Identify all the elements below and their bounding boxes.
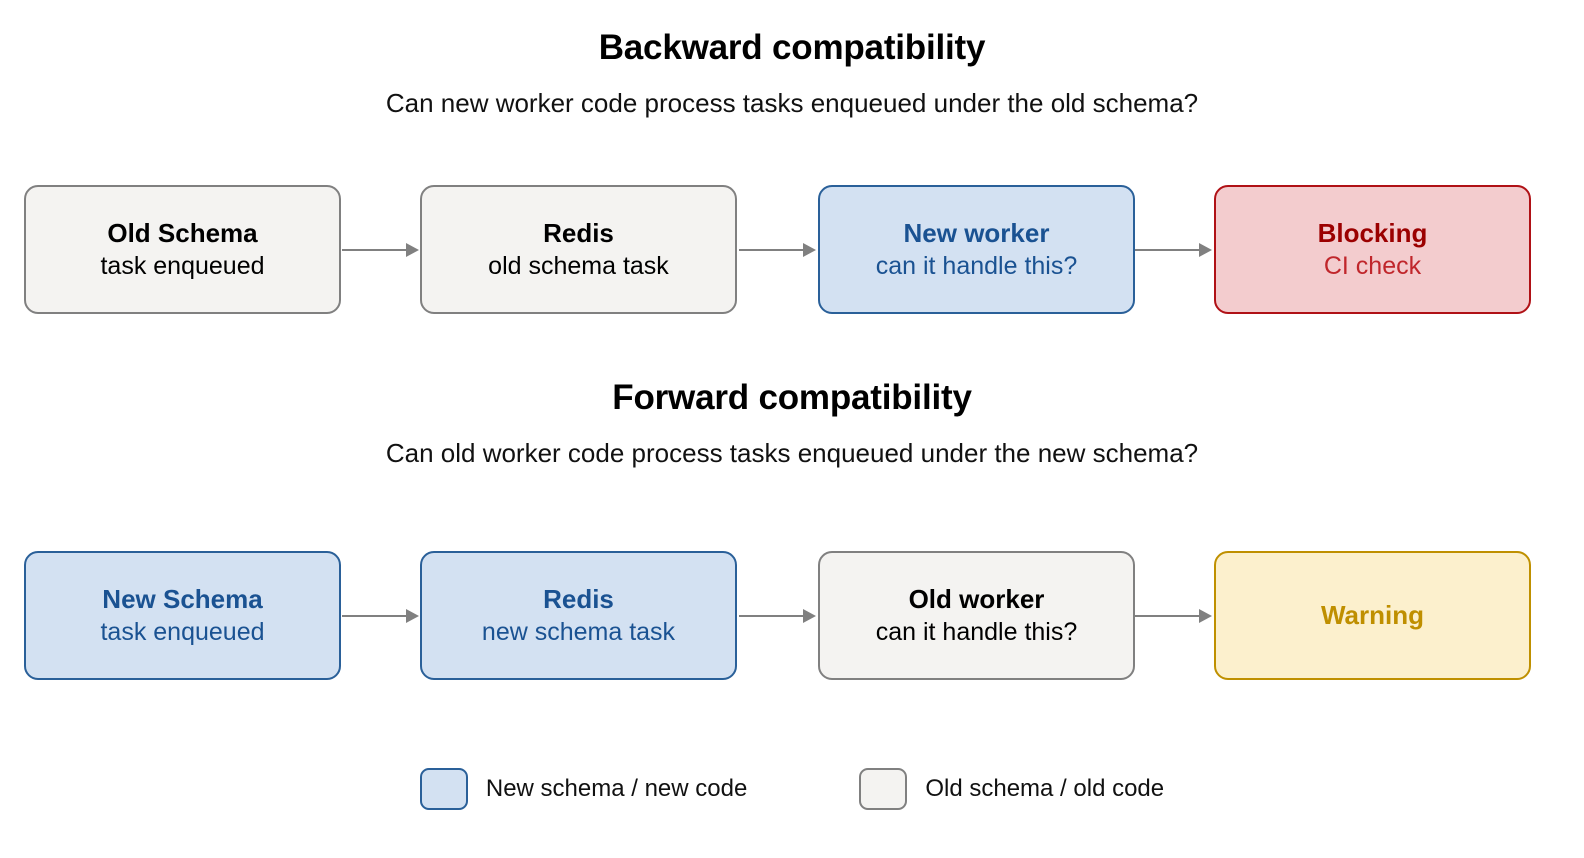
node-blocking-ci-check[interactable]: Blocking CI check [1214, 185, 1531, 314]
node-subtitle: can it handle this? [875, 251, 1078, 280]
node-old-worker[interactable]: Old worker can it handle this? [818, 551, 1135, 680]
backward-section-subtitle: Can new worker code process tasks enqueu… [385, 88, 1199, 118]
node-title: New Schema [102, 583, 263, 614]
arrow-head [406, 609, 419, 623]
backward-section-title: Backward compatibility [598, 28, 986, 67]
forward-flow-row: New Schema task enqueued Redis new schem… [0, 551, 1584, 682]
legend-item-old-schema: Old schema / old code [859, 768, 1164, 810]
arrow-shaft [1135, 249, 1201, 251]
node-subtitle: task enqueued [100, 251, 265, 280]
legend: New schema / new code Old schema / old c… [0, 768, 1584, 810]
forward-section-subtitle: Can old worker code process tasks enqueu… [385, 438, 1199, 468]
legend-label: New schema / new code [485, 775, 748, 802]
arrow-shaft [739, 615, 805, 617]
node-title: Redis [543, 583, 614, 614]
node-new-schema[interactable]: New Schema task enqueued [24, 551, 341, 680]
legend-label: Old schema / old code [925, 775, 1165, 802]
node-subtitle: new schema task [481, 617, 676, 646]
node-subtitle: can it handle this? [875, 617, 1078, 646]
arrow-shaft [739, 249, 805, 251]
backward-flow-row: Old Schema task enqueued Redis old schem… [0, 185, 1584, 316]
legend-swatch-blue [419, 768, 468, 810]
arrow-head [1199, 609, 1212, 623]
arrow-right-icon [1135, 608, 1213, 624]
node-old-schema[interactable]: Old Schema task enqueued [24, 185, 341, 314]
arrow-shaft [342, 615, 408, 617]
node-title: Blocking [1317, 217, 1428, 248]
node-subtitle: CI check [1323, 251, 1422, 280]
arrow-right-icon [739, 608, 817, 624]
node-title: New worker [903, 217, 1050, 248]
arrow-head [406, 243, 419, 257]
legend-item-new-schema: New schema / new code [419, 768, 748, 810]
node-redis-new[interactable]: Redis new schema task [420, 551, 737, 680]
node-new-worker[interactable]: New worker can it handle this? [818, 185, 1135, 314]
arrow-shaft [342, 249, 408, 251]
forward-section-title: Forward compatibility [612, 378, 972, 417]
node-subtitle: task enqueued [100, 617, 265, 646]
node-title: Redis [543, 217, 614, 248]
arrow-right-icon [342, 608, 420, 624]
legend-swatch-neutral [859, 768, 908, 810]
arrow-head [803, 243, 816, 257]
node-title: Warning [1320, 600, 1425, 631]
node-redis-old[interactable]: Redis old schema task [420, 185, 737, 314]
node-warning[interactable]: Warning [1214, 551, 1531, 680]
arrow-right-icon [739, 242, 817, 258]
node-title: Old Schema [107, 217, 258, 248]
arrow-right-icon [342, 242, 420, 258]
arrow-right-icon [1135, 242, 1213, 258]
arrow-head [1199, 243, 1212, 257]
node-subtitle: old schema task [488, 251, 669, 280]
arrow-head [803, 609, 816, 623]
node-title: Old worker [908, 583, 1045, 614]
arrow-shaft [1135, 615, 1201, 617]
